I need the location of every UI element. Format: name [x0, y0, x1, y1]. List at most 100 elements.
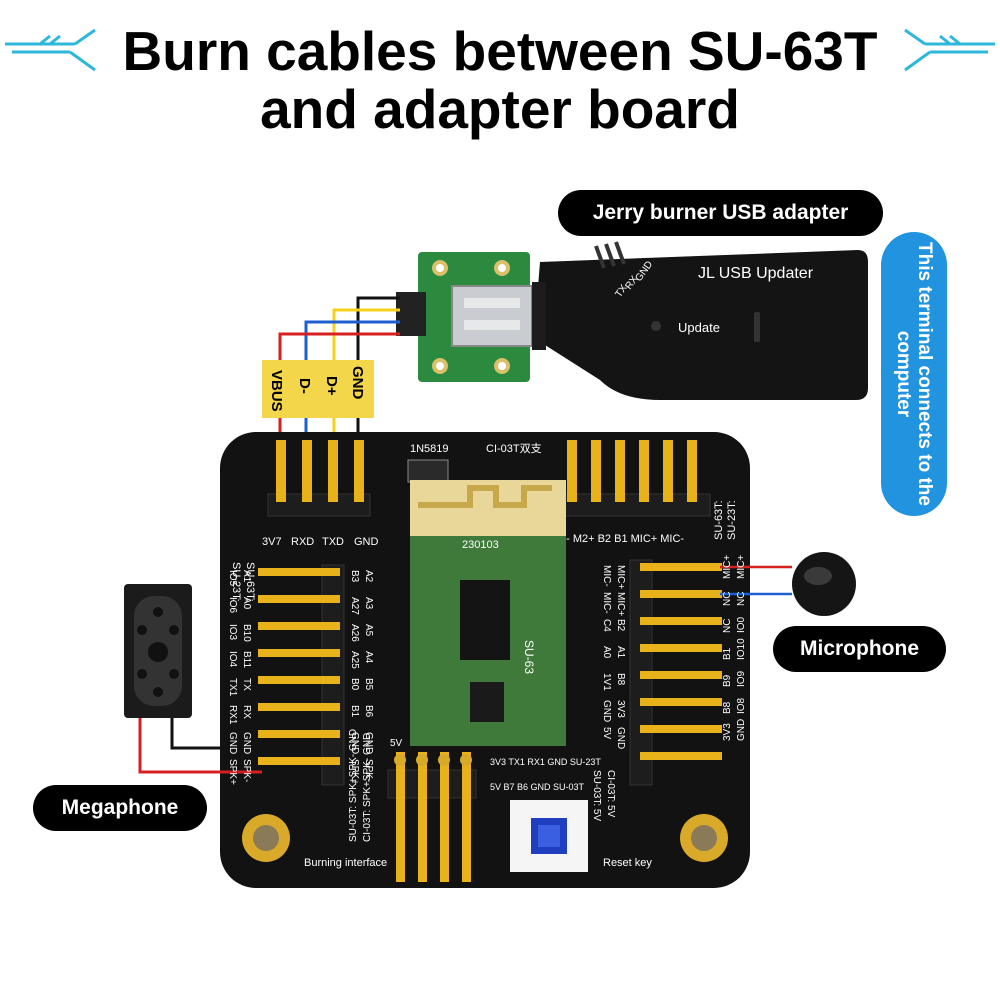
left-pin-col-c-label: A5 — [363, 624, 374, 637]
title-decoration — [5, 28, 995, 72]
bottom-left-vertical-2: CI-03T: SPK+SPK- GND — [362, 733, 373, 842]
reset-key[interactable] — [510, 800, 588, 872]
right-pin-col-a-label: 1V1 — [601, 673, 612, 691]
left-pin-col-c-label: A3 — [363, 597, 374, 610]
right-pin-su23-label: IO9 — [736, 670, 747, 687]
speaker-wires — [138, 718, 262, 774]
right-pin-col-a-label: 5V — [601, 727, 612, 740]
module-small-label: SU-63 — [522, 640, 536, 674]
left-pin-su63-label: RX — [241, 705, 252, 719]
microphone-element — [792, 552, 856, 616]
left-pin-col-b-label: B3 — [349, 570, 360, 583]
title-line-2: and adapter board — [260, 78, 740, 140]
bottom-left-vertical-1: SU-03T: SPK+SPK- GND — [348, 729, 359, 842]
right-pin-col-b-label: MIC+ — [615, 592, 626, 616]
adapter-board: 3V7 RXD TXD GND 2- M2+ B2 B1 MIC+ MIC- 1… — [220, 432, 750, 888]
left-pin-col-c-label: A2 — [363, 570, 374, 583]
right-pin-su23-label: IO0 — [736, 616, 747, 633]
left-pin-su23-label: IO4 — [227, 651, 238, 668]
left-pin-col-c-label: SPK- — [363, 759, 374, 782]
computer-terminal-text: This terminal connects to the computer — [893, 242, 935, 506]
bottom-right-vertical-2: SU-03T: 5V — [591, 770, 602, 821]
left-pin-col-b-label: A25 — [349, 651, 360, 669]
header-right-labels: 2- M2+ B2 B1 MIC+ MIC- — [560, 533, 684, 545]
left-pin-su63-label: A0 — [241, 597, 252, 610]
bottom-right-vertical-1: CI-03T: 5V — [605, 770, 616, 818]
left-pin-su63-label: GND — [241, 732, 252, 754]
megaphone-callout: Megaphone — [33, 785, 207, 831]
microphone-callout: Microphone — [773, 626, 946, 672]
left-pin-su63-label: TX — [241, 678, 252, 691]
wire-label-dminus: D- — [296, 378, 313, 394]
burning-interface-header — [387, 752, 477, 882]
right-pin-col-b-label: GND — [615, 727, 626, 749]
left-pin-su23-label: RX1 — [227, 705, 238, 725]
header-label-txd: TXD — [322, 536, 344, 548]
right-pin-su63-label: NC — [722, 619, 733, 633]
module-code: 230103 — [462, 539, 499, 551]
right-pin-su23-label: IO10 — [736, 638, 747, 660]
left-label-su23t: SU-23T: — [230, 562, 242, 602]
burning-interface-label: Burning interface — [304, 857, 387, 869]
left-pin-col-c-label: A4 — [363, 651, 374, 664]
right-pin-su63-label: MIC+ — [722, 555, 733, 579]
top-left-header — [267, 440, 371, 517]
reset-key-label: Reset key — [603, 857, 652, 869]
pin-5v-label: 5V — [390, 738, 403, 749]
header-label-rxd: RXD — [291, 536, 314, 548]
left-pin-su23-label: GND — [227, 732, 238, 754]
left-pin-col-b-label: GND — [349, 732, 360, 754]
left-pin-col-c-label: GND — [363, 732, 374, 754]
dongle-update-label: Update — [678, 320, 720, 335]
right-pin-su63-label: 3V3 — [722, 723, 733, 741]
right-pin-su23-label: IO8 — [736, 697, 747, 714]
right-pin-col-a-label: C4 — [601, 619, 612, 632]
bottom-row-2: 5V B7 B6 GND SU-03T — [490, 782, 585, 792]
left-pin-su63-label: A1 — [241, 570, 252, 583]
wire-label-background — [262, 360, 374, 418]
left-pin-col-b-label: A27 — [349, 597, 360, 615]
right-pin-su23-label: MIC+ — [736, 555, 747, 579]
megaphone-speaker — [124, 584, 192, 718]
left-pin-su23-label: IO6 — [227, 597, 238, 614]
right-pin-su63-label: NC — [722, 592, 733, 606]
top-right-header — [559, 440, 711, 517]
diode-label: 1N5819 — [410, 443, 449, 455]
left-pin-su23-label: IO3 — [227, 624, 238, 641]
header-label-gnd: GND — [354, 536, 379, 548]
right-pin-col-b-label: B8 — [615, 673, 626, 686]
left-pin-col-b-label: B1 — [349, 705, 360, 718]
left-pin-su23-label: SPK+ — [227, 759, 238, 785]
right-pin-col-b-label: 3V3 — [615, 700, 626, 718]
left-pin-header — [258, 564, 345, 786]
left-pin-su63-label: B10 — [241, 624, 252, 642]
right-pin-col-a-label: GND — [601, 700, 612, 722]
right-pin-su63-label: B9 — [722, 674, 733, 687]
right-pin-col-a-label: MIC- — [601, 565, 612, 587]
bottom-row-1: 3V3 TX1 RX1 GND SU-23T — [490, 757, 601, 767]
right-label-su63t: SU-63T: — [713, 500, 725, 540]
wire-label-vbus: VBUS — [268, 370, 285, 412]
usb-adapter-callout: Jerry burner USB adapter — [558, 190, 883, 236]
dongle-label: JL USB Updater — [698, 265, 814, 282]
right-pin-col-b-label: B2 — [615, 619, 626, 632]
right-pin-su23-label: GND — [736, 719, 747, 741]
header-label-3v7: 3V7 — [262, 536, 282, 548]
right-pin-col-a-label: A0 — [601, 646, 612, 659]
right-pin-su63-label: B8 — [722, 701, 733, 714]
left-arrow-decoration — [5, 28, 96, 72]
computer-terminal-callout: This terminal connects to the computer — [881, 232, 947, 516]
right-pin-su63-label: B1 — [722, 647, 733, 660]
left-pin-col-c-label: B5 — [363, 678, 374, 691]
left-pin-su23-label: IO5 — [227, 570, 238, 587]
wire-label-dplus: D+ — [323, 376, 340, 396]
left-pin-col-b-label: SPK+ — [349, 759, 360, 785]
left-pin-su23-label: TX1 — [227, 678, 238, 697]
left-label-su63t: SU-63T: — [244, 562, 256, 602]
left-pin-col-b-label: A26 — [349, 624, 360, 642]
right-pin-col-a-label: MIC- — [601, 592, 612, 614]
left-pin-col-b-label: B0 — [349, 678, 360, 691]
right-pin-header — [629, 559, 722, 786]
microphone-wires — [720, 565, 792, 596]
